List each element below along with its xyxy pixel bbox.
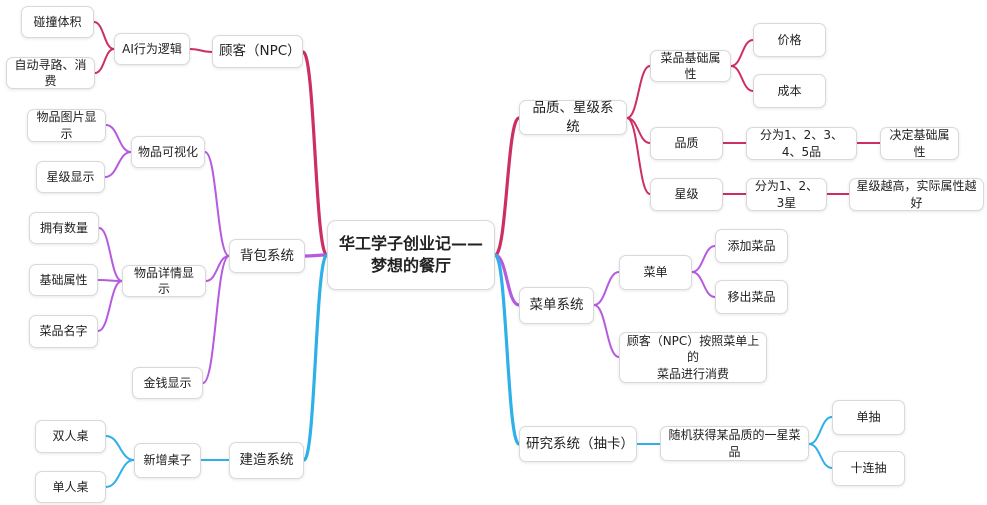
- bag-branch-node[interactable]: 背包系统: [229, 239, 305, 273]
- dish-base-attr-node[interactable]: 菜品基础属性: [650, 50, 731, 82]
- link-detail-attr: [97, 279, 123, 282]
- link-draw-ten: [808, 443, 833, 469]
- owned-count-node[interactable]: 拥有数量: [29, 212, 99, 244]
- link-menu-add: [691, 245, 716, 273]
- decides-base-attr-node[interactable]: 决定基础属性: [880, 127, 959, 160]
- root-title-line2: 梦想的餐厅: [370, 256, 451, 275]
- dish-name-node[interactable]: 菜品名字: [29, 315, 98, 348]
- link-detail-name: [97, 280, 123, 332]
- star-effect-node[interactable]: 星级越高，实际属性越好: [849, 178, 984, 211]
- cost-node[interactable]: 成本: [753, 74, 826, 108]
- star-levels-node[interactable]: 分为1、2、3星: [746, 178, 827, 211]
- link-menu-menu: [593, 271, 620, 306]
- remove-dish-node[interactable]: 移出菜品: [715, 280, 788, 314]
- link-root-quality: [493, 116, 521, 257]
- random-dish-node[interactable]: 随机获得某品质的一星菜品: [660, 426, 809, 461]
- ai-logic-node[interactable]: AI行为逻辑: [114, 33, 190, 65]
- root-title-line1: 华工学子创业记——: [338, 234, 483, 254]
- item-detail-node[interactable]: 物品详情显示: [122, 265, 206, 297]
- quality-branch-node[interactable]: 品质、星级系统: [519, 100, 627, 135]
- new-table-node[interactable]: 新增桌子: [134, 443, 201, 478]
- build-branch-node[interactable]: 建造系统: [229, 442, 304, 479]
- quality-levels-node[interactable]: 分为1、2、3、4、5品: [746, 127, 857, 160]
- quality-node[interactable]: 品质: [650, 127, 723, 160]
- link-table-single: [105, 459, 135, 488]
- single-table-node[interactable]: 单人桌: [35, 471, 106, 503]
- link-root-npc: [301, 50, 329, 257]
- menu-branch-node[interactable]: 菜单系统: [519, 287, 594, 324]
- visualization-node[interactable]: 物品可视化: [131, 136, 205, 168]
- npc-consume-line2: 菜品进行消费: [656, 366, 729, 381]
- link-ai-pathfinding: [94, 48, 115, 74]
- link-menu-remove: [691, 271, 716, 298]
- link-bag-visual: [204, 151, 230, 257]
- link-menu-npc: [593, 304, 620, 358]
- link-detail-count: [98, 227, 123, 282]
- link-visual-star: [104, 151, 132, 178]
- pathfinding-node[interactable]: 自动寻路、消费: [6, 57, 95, 89]
- link-draw-single: [808, 416, 833, 445]
- price-node[interactable]: 价格: [753, 23, 826, 57]
- link-base-price: [730, 39, 754, 67]
- npc-consume-line1: 顾客（NPC）按照菜单上的: [626, 334, 760, 365]
- link-root-bag: [303, 253, 329, 258]
- npc-branch-node[interactable]: 顾客（NPC）: [212, 35, 303, 68]
- collision-node[interactable]: 碰撞体积: [21, 6, 94, 38]
- link-visual-image: [105, 124, 132, 153]
- base-attr-node[interactable]: 基础属性: [29, 264, 98, 296]
- item-image-node[interactable]: 物品图片显示: [27, 109, 106, 142]
- link-table-double: [105, 435, 135, 461]
- root-node[interactable]: 华工学子创业记—— 梦想的餐厅: [327, 220, 495, 290]
- link-root-research: [493, 253, 521, 446]
- link-npc-ai: [189, 48, 213, 53]
- double-table-node[interactable]: 双人桌: [35, 420, 106, 453]
- single-draw-node[interactable]: 单抽: [832, 400, 905, 435]
- money-display-node[interactable]: 金钱显示: [132, 367, 203, 399]
- add-dish-node[interactable]: 添加菜品: [715, 229, 788, 263]
- menu-node[interactable]: 菜单: [619, 255, 692, 290]
- ten-draw-node[interactable]: 十连抽: [832, 451, 905, 486]
- star-node[interactable]: 星级: [650, 178, 723, 211]
- link-bag-money: [202, 255, 230, 384]
- npc-consume-node[interactable]: 顾客（NPC）按照菜单上的 菜品进行消费: [619, 332, 767, 383]
- research-branch-node[interactable]: 研究系统（抽卡）: [519, 426, 637, 462]
- link-quality-base: [626, 65, 651, 119]
- star-display-node[interactable]: 星级显示: [36, 161, 105, 193]
- link-ai-collision: [93, 21, 115, 50]
- link-base-cost: [730, 65, 754, 92]
- link-root-build: [302, 253, 329, 462]
- link-quality-star: [626, 117, 651, 195]
